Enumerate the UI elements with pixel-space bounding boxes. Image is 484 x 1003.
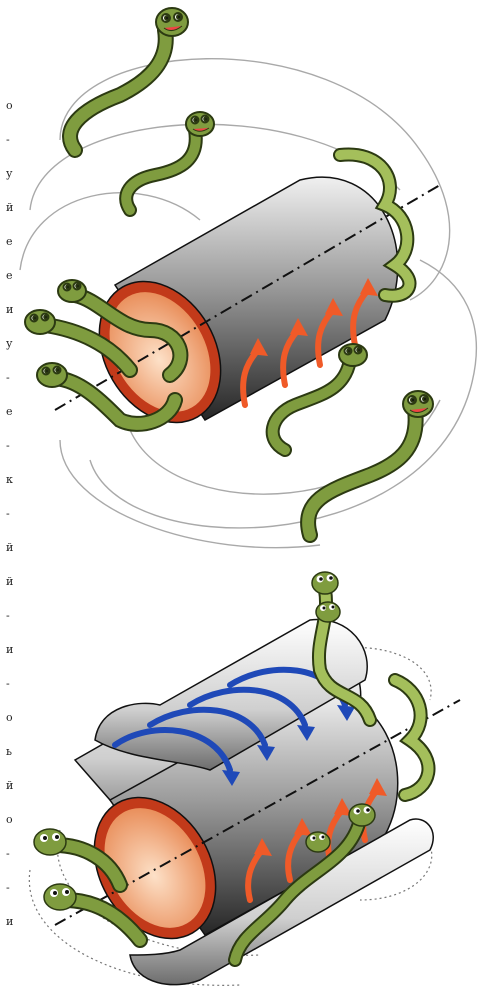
cylinder-icon — [75, 177, 398, 444]
snake-icon — [395, 680, 429, 795]
snake-icon — [126, 112, 214, 210]
snake-icon — [70, 8, 188, 150]
snake-icon — [308, 391, 433, 535]
bottom-diagram — [29, 572, 460, 985]
top-diagram — [20, 8, 476, 548]
